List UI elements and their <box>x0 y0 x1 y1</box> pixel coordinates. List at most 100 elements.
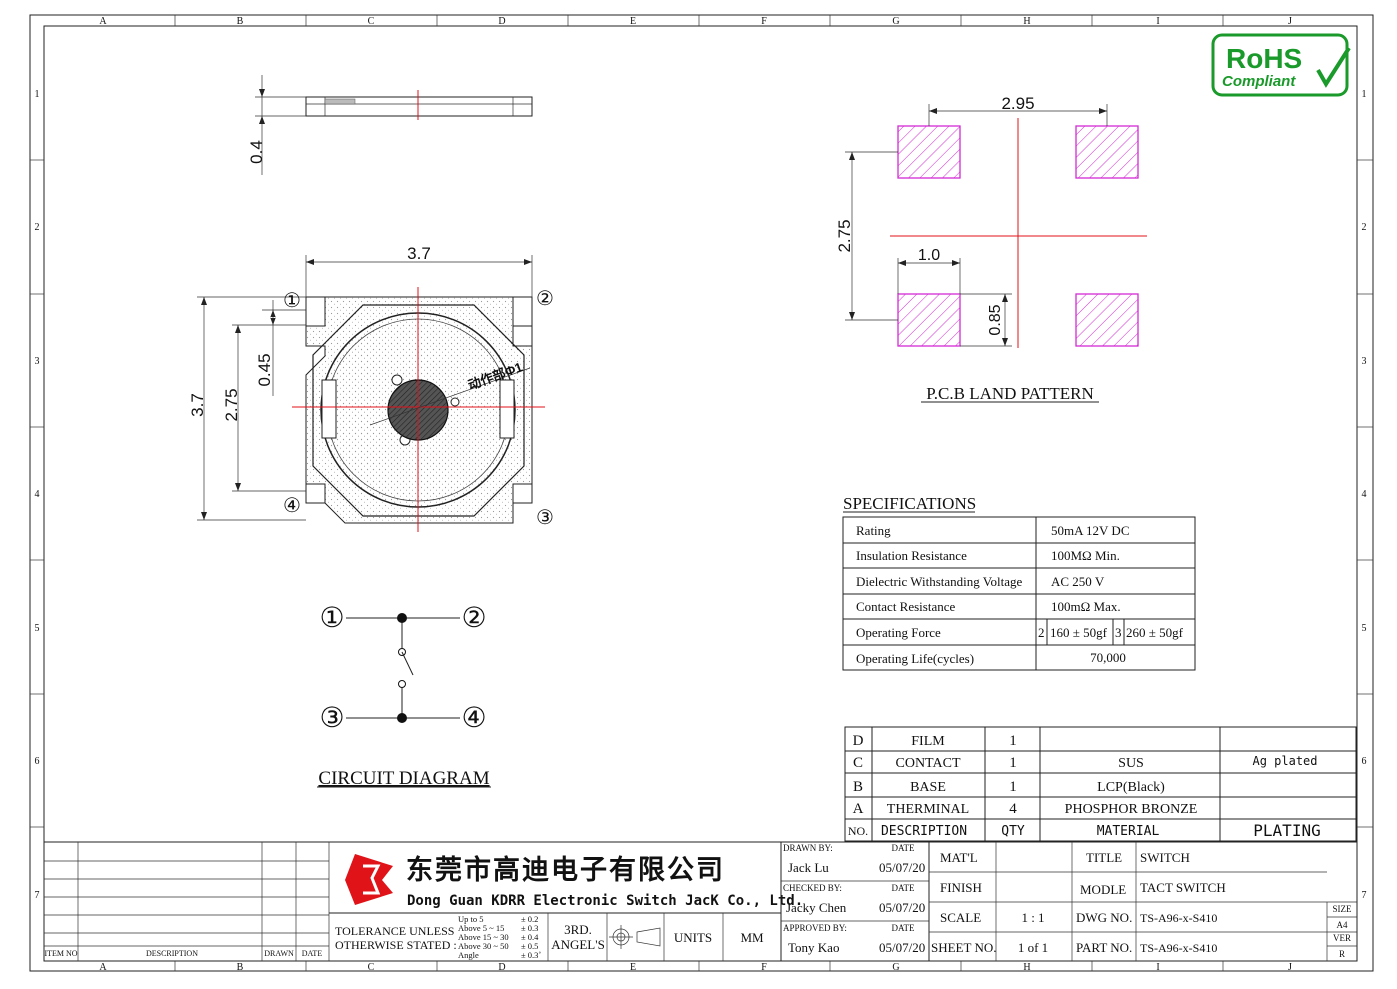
drawn-by-label: DRAWN BY: <box>783 843 833 853</box>
tol-value: ± 0.3 <box>521 923 538 933</box>
part-no-value: TS-A96-x-S410 <box>1140 941 1217 955</box>
col-label: A <box>99 16 107 27</box>
tol-value: ± 0.3˚ <box>521 950 541 960</box>
units-value: MM <box>740 930 764 945</box>
dim-thickness: 0.4 <box>247 140 266 164</box>
bom-qty: 4 <box>1009 801 1017 817</box>
bom-no: A <box>853 801 864 817</box>
col-label: D <box>498 962 505 973</box>
model-value: TACT SWITCH <box>1140 880 1226 895</box>
bom-qty: 1 <box>1009 733 1017 749</box>
date-label: DATE <box>892 843 915 853</box>
row-label: 6 <box>1362 756 1367 767</box>
row-label: 1 <box>35 89 40 100</box>
spec-label: Operating Life(cycles) <box>856 651 974 666</box>
circuit-pin-4: ④ <box>461 703 486 734</box>
spec-value: AC 250 V <box>1051 574 1105 589</box>
title-label: TITLE <box>1086 850 1122 865</box>
row-label: 5 <box>35 623 40 634</box>
col-label: I <box>1156 16 1159 27</box>
spec-label: Dielectric Withstanding Voltage <box>856 574 1023 589</box>
pin-2-label: ② <box>536 288 554 310</box>
rev-date: DATE <box>302 949 323 958</box>
col-label: H <box>1023 16 1030 27</box>
rohs-compliant-logo: RoHS Compliant <box>1211 33 1351 97</box>
pin-1-label: ① <box>283 290 301 312</box>
pcb-dim-height: 2.75 <box>835 219 854 252</box>
size-value: A4 <box>1337 920 1348 930</box>
col-label: B <box>237 962 244 973</box>
tolerance-line2: OTHERWISE STATED : <box>335 938 457 952</box>
ver-value: R <box>1339 949 1345 959</box>
col-label: A <box>99 962 107 973</box>
pcb-dim-width: 2.95 <box>1001 94 1034 113</box>
scale-label: SCALE <box>940 910 981 925</box>
row-label: 4 <box>1362 489 1367 500</box>
checked-name: Jacky Chen <box>786 900 847 915</box>
side-view: 0.4 <box>247 75 533 175</box>
date-label: DATE <box>892 883 915 893</box>
company-logo <box>345 854 393 905</box>
bom-no: D <box>853 733 864 749</box>
specs-title: SPECIFICATIONS <box>843 494 976 513</box>
title-value: SWITCH <box>1140 850 1190 865</box>
rev-drawn: DRAWN <box>264 949 294 958</box>
col-label: C <box>368 16 375 27</box>
row-label: 3 <box>1362 356 1367 367</box>
bom-header-no: NO. <box>848 824 868 838</box>
bom-desc: CONTACT <box>896 756 961 771</box>
spec-force-value: 260 ± 50gf <box>1126 625 1184 640</box>
spec-label: Contact Resistance <box>856 599 956 614</box>
finish-label: FINISH <box>940 880 982 895</box>
bom-material: SUS <box>1118 756 1144 771</box>
spec-force-value: 160 ± 50gf <box>1050 625 1108 640</box>
circuit-pin-1: ① <box>319 603 344 634</box>
col-label: I <box>1156 962 1159 973</box>
title-block: ITEM NO DESCRIPTION DRAWN DATE 东莞市高迪电子有限… <box>44 841 1357 961</box>
matl-label: MAT'L <box>940 850 978 865</box>
rohs-compliant-text: Compliant <box>1222 73 1296 90</box>
tol-value: ± 0.2 <box>521 914 538 924</box>
drawn-date: 05/07/20 <box>879 860 925 875</box>
rev-description: DESCRIPTION <box>146 949 198 958</box>
spec-value: 100MΩ Min. <box>1051 548 1120 563</box>
bom-qty: 1 <box>1009 755 1017 771</box>
circuit-title: CIRCUIT DIAGRAM <box>318 768 489 789</box>
dim-top-height: 3.7 <box>188 393 207 417</box>
row-label: 1 <box>1362 89 1367 100</box>
bom-table: D FILM 1 C CONTACT 1 SUS Ag plated B BAS… <box>844 726 1357 842</box>
checked-by-label: CHECKED BY: <box>783 883 842 893</box>
pcb-title: P.C.B LAND PATTERN <box>926 384 1094 403</box>
specifications-table: SPECIFICATIONS Rating 50mA 12V DC Insula… <box>842 494 1196 671</box>
dwg-no-label: DWG NO. <box>1076 910 1132 925</box>
col-label: H <box>1023 962 1030 973</box>
spec-force-no: 3 <box>1115 625 1122 640</box>
angle-label-1: 3RD. <box>564 922 592 937</box>
spec-value: 100mΩ Max. <box>1051 599 1121 614</box>
angle-label-2: ANGEL'S <box>551 937 605 952</box>
row-label: 7 <box>1362 890 1367 901</box>
spec-label: Operating Force <box>856 625 941 640</box>
dim-inner-height: 2.75 <box>222 388 241 421</box>
col-label: F <box>761 962 767 973</box>
tol-range: Above 15 ~ 30 <box>458 932 509 942</box>
bom-header-material: MATERIAL <box>1097 824 1160 839</box>
approved-date: 05/07/20 <box>879 940 925 955</box>
dim-top-width: 3.7 <box>407 244 431 263</box>
row-label: 4 <box>35 489 40 500</box>
ver-label: VER <box>1333 933 1351 943</box>
bom-header-desc: DESCRIPTION <box>881 824 967 839</box>
circuit-diagram: ① ② ③ ④ CIRCUIT DIAGRAM <box>317 603 491 789</box>
tolerance-line1: TOLERANCE UNLESS <box>335 924 454 938</box>
pcb-dim-pad-width: 1.0 <box>918 247 940 264</box>
spec-value: 50mA 12V DC <box>1051 523 1130 538</box>
sheet-label: SHEET NO. <box>931 940 996 955</box>
rev-item-no: ITEM NO <box>44 949 77 958</box>
row-label: 5 <box>1362 623 1367 634</box>
rohs-text: RoHS <box>1226 43 1302 74</box>
sheet-frame: A B C D E F G H I J A B C D E F G H I J … <box>29 14 1374 973</box>
row-label: 7 <box>35 890 40 901</box>
col-label: E <box>630 16 636 27</box>
